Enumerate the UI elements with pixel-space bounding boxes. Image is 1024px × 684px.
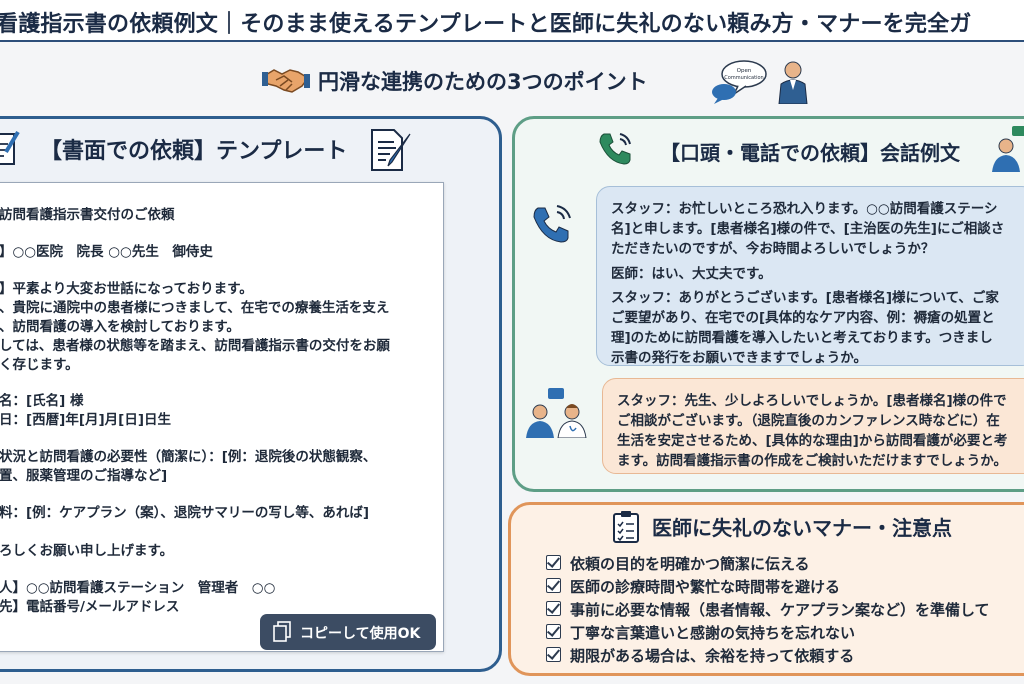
doc-line: 料：[例：ケアプラン（案）、退院サマリーの写し等、あれば] xyxy=(0,505,370,521)
doc-line: 日：[西暦]年[月]月[日]日生 xyxy=(0,412,172,428)
title-bar: 看護指示書の依頼例文｜そのまま使えるテンプレートと医師に失礼のない頼み方・マナー… xyxy=(0,0,1024,42)
copy-icon xyxy=(273,621,291,642)
doc-line: 先】電話番号/メールアドレス xyxy=(0,599,180,615)
doc-line: しては、患者様の状態等を踏まえ、訪問看護指示書の交付をお願 xyxy=(0,338,390,354)
doc-line: 状況と訪問看護の必要性（簡潔に）：[例：退院後の状態観察、 xyxy=(0,449,377,465)
dialogue-line: ます。訪問看護指示書の作成をご検討いただけますでしょうか。 xyxy=(617,453,1008,469)
in-person-dialogue-bubble: スタッフ：先生、少しよろしいでしょうか。[患者様名]様の件で ご相談がございます… xyxy=(602,378,1024,474)
copy-button-label: コピーして使用OK xyxy=(300,626,421,642)
doc-line: ろしくお願い申し上げます。 xyxy=(0,543,174,559)
dialogue-line: スタッフ：先生、少しよろしいでしょうか。[患者様名]様の件で xyxy=(617,393,1007,409)
checkbox-icon xyxy=(546,601,561,616)
manners-heading: 医師に失礼のないマナー・注意点 xyxy=(652,516,952,540)
doc-line: 】平素より大変お世話になっております。 xyxy=(0,281,253,297)
phone-icon xyxy=(599,133,631,165)
manner-item-text: 医師の診療時間や繁忙な時間帯を避ける xyxy=(570,578,841,596)
dialogue-line: 示書の発行をお願いできますでしょうか。 xyxy=(611,350,867,366)
dialogue-line: スタッフ：ありがとうございます。[患者様名]様について、ご家 xyxy=(611,290,999,306)
handshake-icon xyxy=(262,69,310,93)
businessperson-icon xyxy=(778,61,808,104)
doc-line: 名：[氏名] 様 xyxy=(0,393,84,409)
copy-template-button[interactable]: コピーして使用OK xyxy=(260,614,436,650)
doc-line: 置、服薬管理のご指導など] xyxy=(0,468,168,484)
subheading-row: 円滑な連携のための3つのポイント Open Communication xyxy=(0,58,1024,108)
dialogue-line: 医師：はい、大丈夫です。 xyxy=(611,266,772,282)
manner-item-text: 事前に必要な情報（患者情報、ケアプラン案など）を準備して xyxy=(570,601,990,619)
dialogue-line: 理]のために訪問看護を導入したいと考えております。つきまし xyxy=(611,330,993,346)
dialogue-line: ご相談がございます。（退院直後のカンファレンス時などに）在 xyxy=(617,413,1000,429)
checkbox-icon xyxy=(546,624,561,639)
checkbox-icon xyxy=(546,647,561,662)
checkbox-icon xyxy=(546,555,561,570)
subheading: 円滑な連携のための3つのポイント xyxy=(318,70,648,94)
page-title: 看護指示書の依頼例文｜そのまま使えるテンプレートと医師に失礼のない頼み方・マナー… xyxy=(0,12,972,37)
checklist-clipboard-icon xyxy=(613,511,639,543)
doc-line: 訪問看護指示書交付のご依頼 xyxy=(0,207,175,223)
speech-bubble-text: Open xyxy=(737,68,752,74)
document-pen-icon xyxy=(371,129,411,171)
speech-bubble-text-2: Communication xyxy=(724,75,763,81)
dialogue-line: 生活を安定させるため、[具体的な理由]から訪問看護が必要と考 xyxy=(617,433,1008,449)
doc-line: 人】○○訪問看護ステーション 管理者 ○○ xyxy=(0,580,276,596)
nurse-doctor-conversation-icon xyxy=(526,388,587,438)
manners-panel xyxy=(508,502,1024,676)
speech-bubbles-icon: Open Communication xyxy=(712,60,767,104)
clipboard-pen-icon xyxy=(0,130,20,165)
doc-line: 、訪問看護の導入を検討しております。 xyxy=(0,319,240,335)
dialogue-line: 名]と申します。[患者様名]様の件で、[主治医の先生]にご相談さ xyxy=(611,221,1005,237)
request-template-document: 訪問看護指示書交付のご依頼 】○○医院 院長 ○○先生 御侍史 】平素より大変お… xyxy=(0,182,444,652)
dialogue-line: ご要望があり、在宅での[具体的なケア内容、例：褥瘡の処置と xyxy=(611,310,995,326)
phone-ringing-icon xyxy=(533,205,571,243)
checkbox-icon xyxy=(546,578,561,593)
manner-item-text: 依頼の目的を明確かつ簡潔に伝える xyxy=(570,555,810,573)
manner-item-text: 丁寧な言葉遣いと感謝の気持ちを忘れない xyxy=(570,624,856,642)
dialogue-line: ただきたいのですが、今お時間よろしいでしょうか？ xyxy=(611,241,935,257)
doc-line: く存じます。 xyxy=(0,357,79,373)
verbal-request-heading: 【口頭・電話での依頼】会話例文 xyxy=(660,141,960,165)
doc-line: 、貴院に通院中の患者様につきまして、在宅での療養生活を支え xyxy=(0,300,390,316)
written-request-heading: 【書面での依頼】テンプレート xyxy=(40,139,348,164)
manner-item-text: 期限がある場合は、余裕を持って依頼する xyxy=(570,647,855,665)
doc-line: 】○○医院 院長 ○○先生 御侍史 xyxy=(0,244,213,260)
dialogue-line: スタッフ：お忙しいところ恐れ入ります。○○訪問看護ステーシ xyxy=(611,201,998,217)
phone-dialogue-bubble: スタッフ：お忙しいところ恐れ入ります。○○訪問看護ステーシ 名]と申します。[患… xyxy=(596,186,1024,366)
person-chat-icon xyxy=(992,126,1024,172)
